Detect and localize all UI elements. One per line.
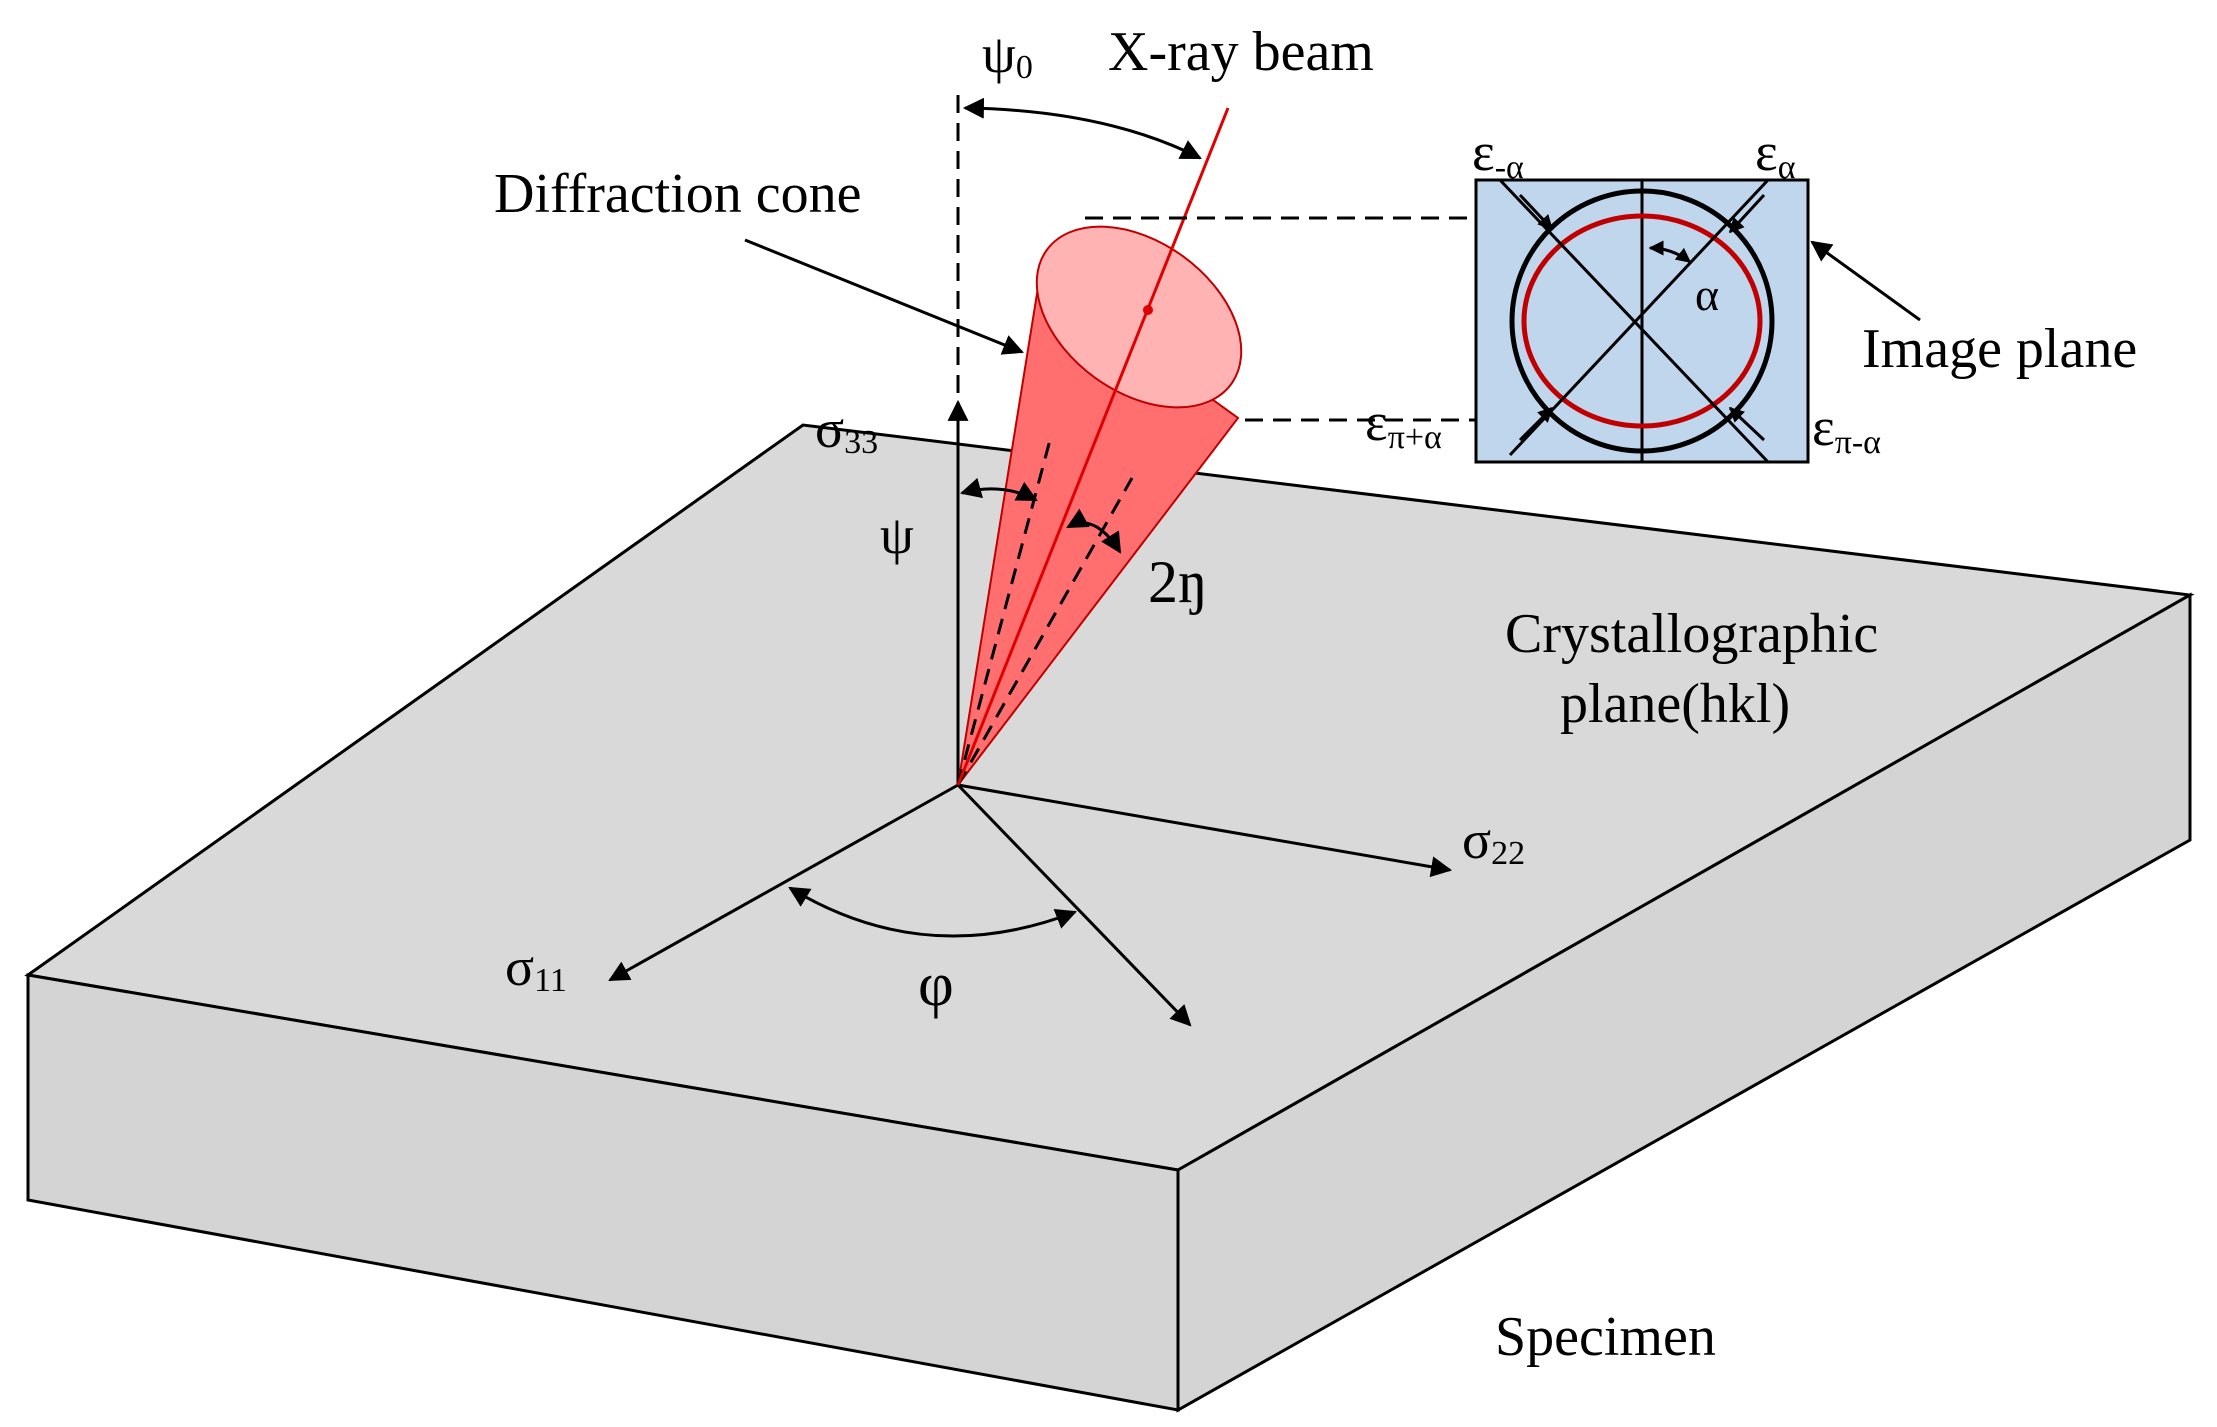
two-eta-angle-arc xyxy=(1066,508,1122,554)
debye-ring-black xyxy=(1509,188,1775,454)
eps-pi-minus-alpha-arrow xyxy=(1728,406,1766,442)
diffraction-cone-label: Diffraction cone xyxy=(494,163,861,225)
eps-pi-plus-alpha-label: επ+α xyxy=(1365,392,1442,456)
crystallographic-label-line2: plane(hkl) xyxy=(1560,673,1790,735)
psi0-angle-arc xyxy=(962,97,1202,160)
eps-pi-plus-alpha-arrow xyxy=(1518,406,1554,442)
sigma11-axis xyxy=(608,783,959,982)
phi-angle-arc xyxy=(788,886,1077,938)
debye-ring-red xyxy=(1521,213,1763,429)
specimen-block xyxy=(24,423,2195,1413)
two-eta-label: 2ŋ xyxy=(1148,549,1208,615)
image-plane-label: Image plane xyxy=(1862,318,2137,380)
eps-pi-minus-alpha-label: επ-α xyxy=(1812,397,1881,461)
beam-center-dot xyxy=(1143,305,1153,315)
sigma11-label: σ11 xyxy=(505,937,567,999)
diffraction-cone xyxy=(956,225,1243,786)
psi-label: ψ xyxy=(880,505,914,565)
eps-minus-alpha-arrow xyxy=(1518,193,1554,231)
psi-angle-arc xyxy=(959,477,1038,502)
eps-alpha-arrow xyxy=(1728,193,1766,234)
psi0-label: ψ0 xyxy=(982,24,1033,86)
alpha-label: α xyxy=(1695,269,1719,320)
psi0-reference xyxy=(956,92,1202,785)
crystallographic-label-line1: Crystallographic xyxy=(1505,603,1878,665)
alpha-angle-arc xyxy=(1648,240,1692,264)
cone-cap xyxy=(1035,225,1243,409)
leader-arrows xyxy=(744,238,1921,355)
specimen-right-face xyxy=(1176,592,2192,1413)
xray-beam xyxy=(956,107,1230,786)
text-labels: ψ0 X-ray beam Diffraction cone Image pla… xyxy=(494,21,2137,1368)
xray-beam-label: X-ray beam xyxy=(1108,21,1374,83)
phi-label: φ xyxy=(918,951,954,1019)
sigma33-label: σ33 xyxy=(815,399,878,461)
sigma22-axis xyxy=(957,783,1453,878)
eps-alpha-label: εα xyxy=(1755,122,1796,186)
specimen-label: Specimen xyxy=(1495,1306,1716,1368)
beam-line xyxy=(956,107,1230,786)
diffraction-cone-pointer xyxy=(744,238,1024,355)
sigma22-label: σ22 xyxy=(1462,810,1525,872)
eps-minus-alpha-label: ε-α xyxy=(1472,122,1524,186)
image-plane-pointer xyxy=(1810,240,1921,322)
image-plane xyxy=(1474,178,1810,464)
